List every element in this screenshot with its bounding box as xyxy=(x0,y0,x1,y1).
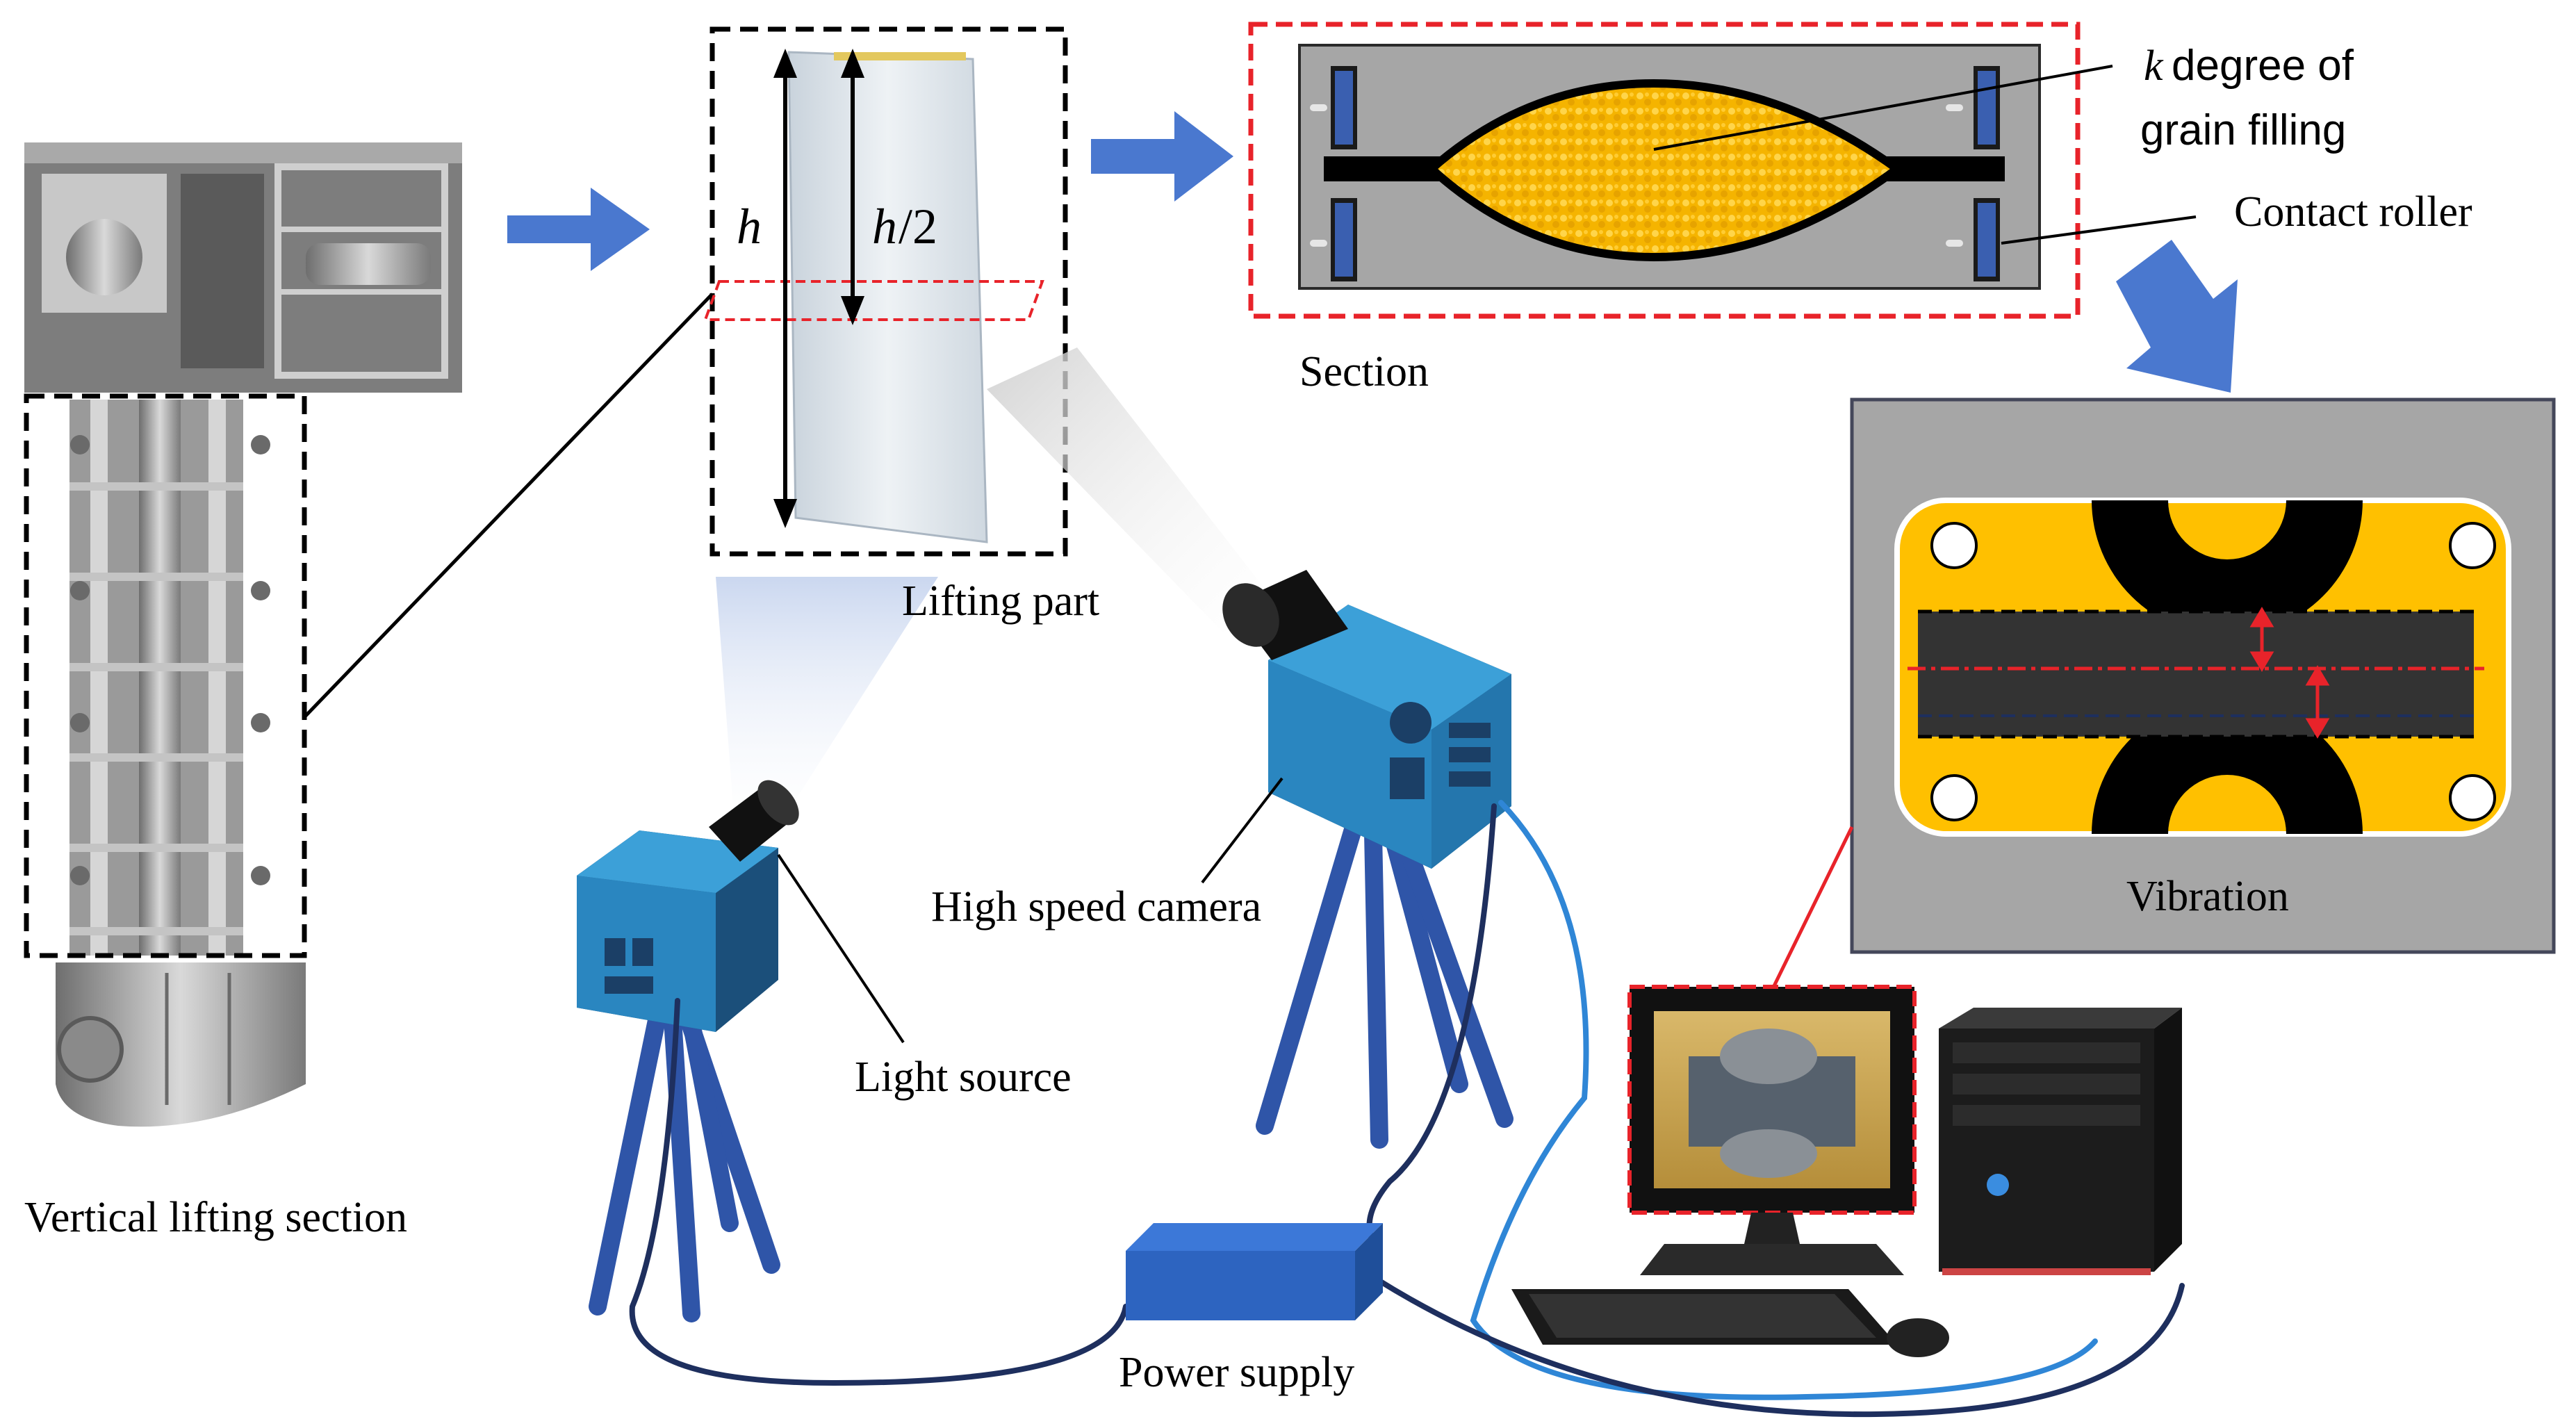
light-source-label: Light source xyxy=(855,1054,1072,1101)
roller-leader-line xyxy=(2001,215,2197,245)
camera-leader xyxy=(1201,777,1283,884)
light-source-leader xyxy=(777,853,905,1044)
machine-base xyxy=(56,962,306,1127)
power-supply-label: Power supply xyxy=(1119,1349,1354,1396)
power-supply-icon xyxy=(1126,1223,1383,1320)
grain-filling-label: grain filling xyxy=(2140,106,2346,154)
section-plane xyxy=(703,280,1044,321)
k-degree-label: degree of xyxy=(2172,42,2354,90)
section-red-box xyxy=(1248,22,2081,319)
high-speed-camera-label: High speed camera xyxy=(931,883,1261,931)
k-symbol: k xyxy=(2144,42,2164,90)
lifting-part-label: Lifting part xyxy=(902,577,1099,625)
cables xyxy=(629,800,2185,1418)
vibration-label: Vibration xyxy=(2126,873,2289,920)
lifting-part-box xyxy=(709,26,1068,557)
column-selection-box xyxy=(24,393,307,958)
camera-view-cone xyxy=(987,347,1272,632)
vibration-channel xyxy=(1918,612,2474,737)
camera-icon xyxy=(1222,570,1513,1149)
lifting-part xyxy=(703,26,1068,557)
vertical-lifting-machine xyxy=(24,142,462,1127)
block-arrow-icon xyxy=(507,188,650,271)
light-source-icon xyxy=(577,780,799,1322)
block-arrow-icon xyxy=(1091,111,1233,202)
computer-icon xyxy=(1511,985,2182,1357)
section-panel xyxy=(1248,22,2197,319)
grain-leader-line xyxy=(1653,65,2113,151)
contact-roller-set xyxy=(1310,66,2000,281)
contact-roller-label: Contact roller xyxy=(2234,188,2472,236)
zoom-line xyxy=(303,293,714,719)
zoom-line-red xyxy=(1766,826,1854,999)
h-half-symbol: h xyxy=(872,199,897,254)
vibration-panel xyxy=(1850,398,2556,954)
h-half-suffix: /2 xyxy=(899,199,937,254)
mouse xyxy=(1887,1318,1949,1357)
light-beam xyxy=(716,577,938,827)
vibration-arrows xyxy=(2249,607,2330,739)
lifting-sheet xyxy=(787,51,988,543)
vertical-lifting-section-label: Vertical lifting section xyxy=(24,1194,407,1241)
h-label: h xyxy=(737,199,762,254)
section-label: Section xyxy=(1299,348,1429,395)
pc-tower xyxy=(1939,1028,2154,1272)
block-arrow-icon xyxy=(2116,240,2238,393)
